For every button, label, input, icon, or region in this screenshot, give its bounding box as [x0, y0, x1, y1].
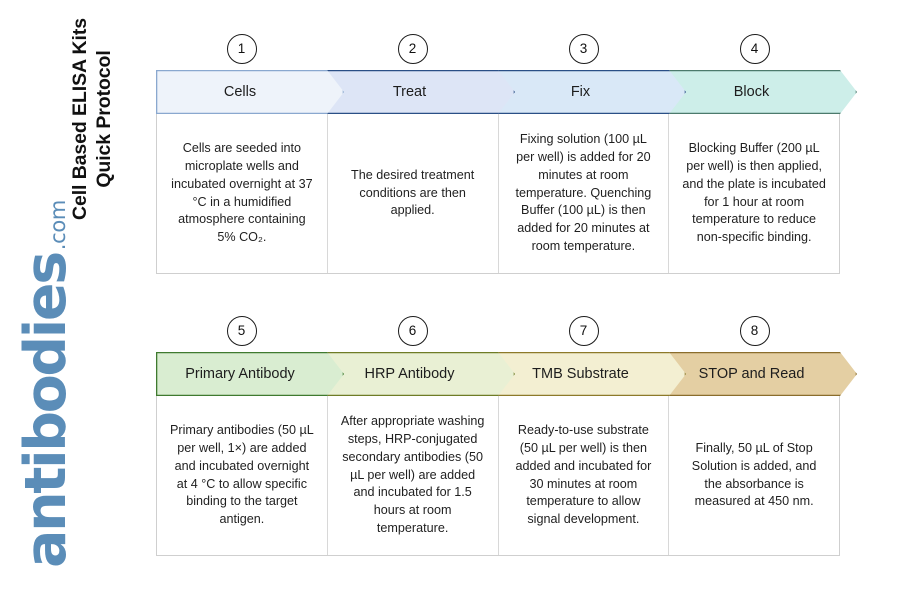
step-number-badge-4: 4 [739, 34, 770, 64]
step-descriptions-row-2: Primary antibodies (50 µL per well, 1×) … [156, 396, 840, 556]
step-description-text: Cells are seeded into microplate wells a… [171, 140, 313, 245]
step-badges-row-1: 1 2 3 4 [156, 34, 840, 70]
step-chevron-label: Treat [392, 84, 427, 100]
step-description-cell-1: Cells are seeded into microplate wells a… [157, 114, 328, 273]
step-description-text: Ready-to-use substrate (50 µL per well) … [515, 422, 652, 527]
step-number-badge-6: 6 [397, 316, 428, 346]
step-description-cell-2: The desired treatment conditions are the… [328, 114, 499, 273]
step-chevron-label: Cells [223, 84, 257, 100]
step-chevron-2[interactable]: Treat [310, 70, 515, 114]
step-chevron-7[interactable]: TMB Substrate [481, 352, 686, 396]
step-description-cell-4: Blocking Buffer (200 µL per well) is the… [669, 114, 839, 273]
step-chevron-5[interactable]: Primary Antibody [156, 352, 344, 396]
step-chevrons-row-2: Primary Antibody HRP Antibody TMB Substrat… [156, 352, 840, 396]
step-number-badge-3: 3 [568, 34, 599, 64]
step-chevron-label: HRP Antibody [364, 366, 455, 382]
step-chevron-3[interactable]: Fix [481, 70, 686, 114]
step-description-cell-7: Ready-to-use substrate (50 µL per well) … [499, 396, 670, 555]
step-chevron-1[interactable]: Cells [156, 70, 344, 114]
brand-tld: .com [46, 199, 70, 251]
step-description-text: Finally, 50 µL of Stop Solution is added… [691, 440, 817, 509]
step-descriptions-row-1: Cells are seeded into microplate wells a… [156, 114, 840, 274]
step-description-text: After appropriate washing steps, HRP-con… [340, 413, 485, 536]
step-number-badge-5: 5 [226, 316, 257, 346]
step-description-text: The desired treatment conditions are the… [351, 167, 475, 218]
step-badges-row-2: 5 6 7 8 [156, 316, 840, 352]
step-description-text: Primary antibodies (50 µL per well, 1×) … [170, 422, 314, 527]
step-chevron-label: Primary Antibody [185, 366, 295, 382]
step-description-cell-3: Fixing solution (100 µL per well) is add… [499, 114, 670, 273]
step-chevron-label: TMB Substrate [532, 366, 629, 382]
brand-name: antibodies [13, 253, 79, 568]
step-description-cell-5: Primary antibodies (50 µL per well, 1×) … [157, 396, 328, 555]
flow-row-1: 1 2 3 4 Cells Treat Fix Block Cells are seeded… [156, 34, 840, 274]
step-chevron-4[interactable]: Block [652, 70, 857, 114]
step-description-text: Blocking Buffer (200 µL per well) is the… [682, 140, 826, 245]
step-chevrons-row-1: Cells Treat Fix Block [156, 70, 840, 114]
step-description-text: Fixing solution (100 µL per well) is add… [515, 131, 652, 254]
step-number-badge-2: 2 [397, 34, 428, 64]
step-chevron-label: Fix [570, 84, 591, 100]
step-description-cell-6: After appropriate washing steps, HRP-con… [328, 396, 499, 555]
step-chevron-6[interactable]: HRP Antibody [310, 352, 515, 396]
step-chevron-label: STOP and Read [698, 366, 805, 382]
step-chevron-label: Block [733, 84, 770, 100]
flow-row-2: 5 6 7 8 Primary Antibody HRP Antibody TMB Sub… [156, 316, 840, 556]
step-number-badge-7: 7 [568, 316, 599, 346]
step-chevron-8[interactable]: STOP and Read [652, 352, 857, 396]
step-description-cell-8: Finally, 50 µL of Stop Solution is added… [669, 396, 839, 555]
step-number-badge-8: 8 [739, 316, 770, 346]
brand-logo: antibodies .com [13, 200, 138, 568]
step-number-badge-1: 1 [226, 34, 257, 64]
